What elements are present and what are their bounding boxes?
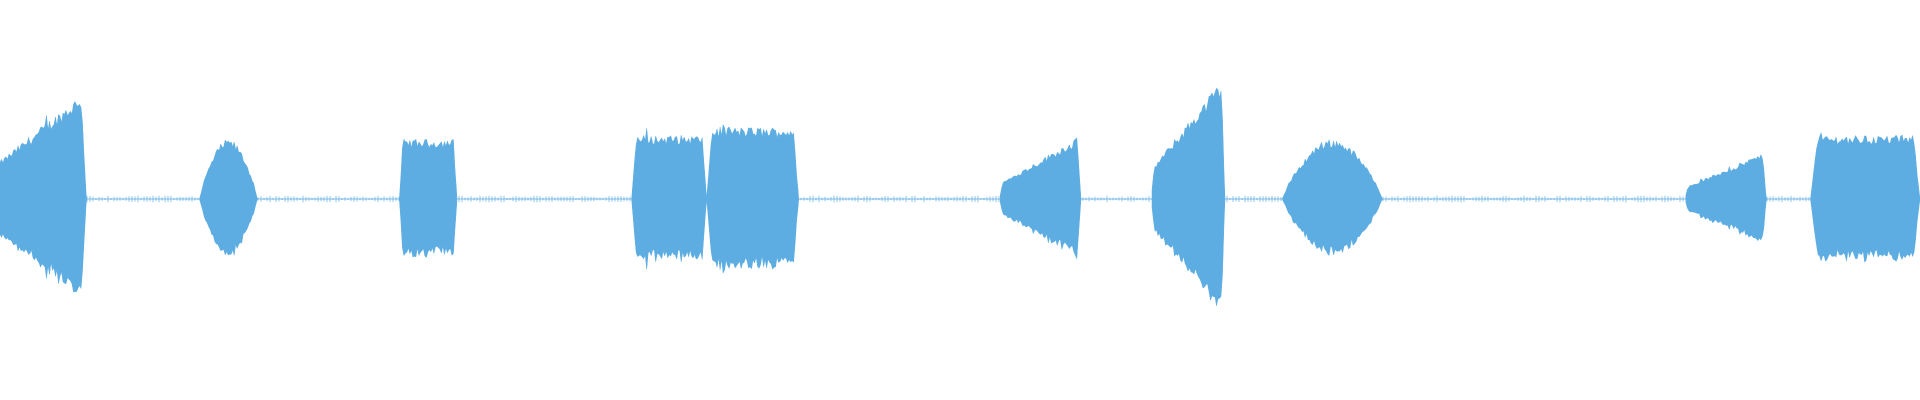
waveform-segment: [1000, 137, 1082, 259]
waveform-segment: [1151, 87, 1226, 306]
waveform-segment: [1685, 154, 1767, 242]
waveform-segments: [0, 87, 1920, 306]
waveform-segment: [706, 123, 799, 275]
waveform-segment: [0, 100, 87, 293]
waveform-segment: [1282, 138, 1383, 257]
waveform-segment: [1810, 131, 1920, 263]
waveform-segment: [199, 139, 258, 256]
waveform-segment: [631, 128, 707, 270]
waveform-segment: [399, 138, 458, 258]
